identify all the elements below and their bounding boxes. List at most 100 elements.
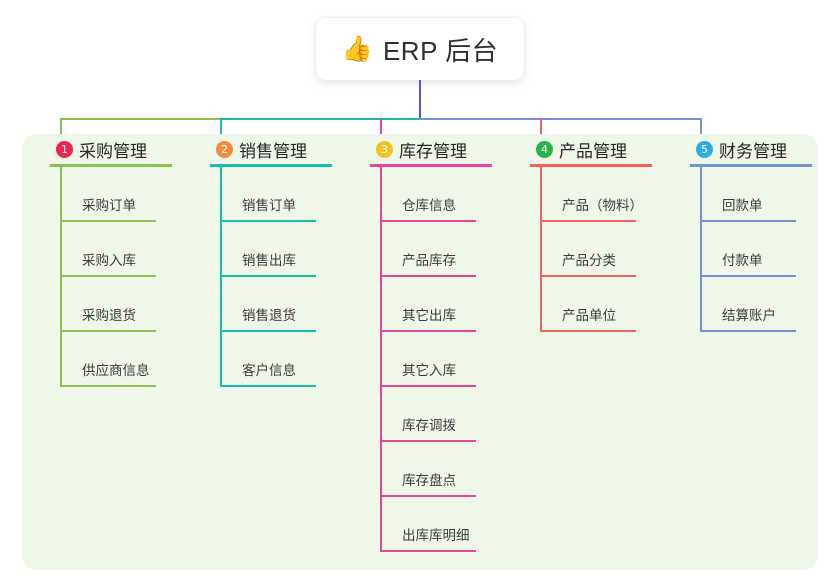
branch-item-label: 销售订单 <box>242 198 296 213</box>
root-node[interactable]: 👍 ERP 后台 <box>316 18 524 80</box>
branch-item[interactable]: 出库库明细 <box>380 497 510 552</box>
branch-item[interactable]: 其它出库 <box>380 277 510 332</box>
connector-bar-sales <box>220 118 422 120</box>
branch-item-rule <box>380 440 476 442</box>
diagram-panel <box>22 134 818 570</box>
connector-bar-purchase <box>60 118 222 120</box>
branch-column-库存管理: 3 库存管理仓库信息产品库存其它出库其它入库库存调拨库存盘点出库库明细 <box>358 134 510 552</box>
branch-item-label: 采购订单 <box>82 198 136 213</box>
branch-item-label: 结算账户 <box>722 308 776 323</box>
branch-item-label: 销售出库 <box>242 253 296 268</box>
branch-item-label: 付款单 <box>722 253 763 268</box>
branch-index-badge: 5 <box>696 140 713 158</box>
branch-item-label: 产品库存 <box>402 253 456 268</box>
branch-item-rule <box>380 220 476 222</box>
branch-items: 产品（物料） 产品分类产品单位 <box>540 167 670 332</box>
branch-column-财务管理: 5 财务管理回款单付款单结算账户 <box>678 134 830 332</box>
branch-items: 仓库信息产品库存其它出库其它入库库存调拨库存盘点出库库明细 <box>380 167 510 552</box>
branch-item-rule <box>220 220 316 222</box>
branch-item-rule <box>540 220 636 222</box>
branch-stem <box>220 167 222 387</box>
branch-item-rule <box>700 330 796 332</box>
branch-column-采购管理: 1 采购管理采购订单采购入库采购退货供应商信息 <box>38 134 190 387</box>
branch-item[interactable]: 其它入库 <box>380 332 510 387</box>
branch-item-label: 出库库明细 <box>402 528 470 543</box>
branch-item-rule <box>220 275 316 277</box>
branch-item-rule <box>380 275 476 277</box>
branch-item[interactable]: 客户信息 <box>220 332 350 387</box>
branch-item[interactable]: 仓库信息 <box>380 167 510 222</box>
branch-item[interactable]: 付款单 <box>700 222 830 277</box>
branch-item-label: 供应商信息 <box>82 363 150 378</box>
branch-item[interactable]: 结算账户 <box>700 277 830 332</box>
branch-item-label: 产品（物料） <box>562 198 643 213</box>
branch-item[interactable]: 产品（物料） <box>540 167 670 222</box>
branch-index-badge: 2 <box>216 140 233 158</box>
branch-item-rule <box>380 385 476 387</box>
branch-item-rule <box>60 275 156 277</box>
branch-title: 财务管理 <box>719 141 787 161</box>
branch-header-财务管理[interactable]: 5 财务管理 <box>678 134 830 164</box>
branch-item-label: 库存调拨 <box>402 418 456 433</box>
branch-item-label: 回款单 <box>722 198 763 213</box>
branch-stem <box>540 167 542 332</box>
branch-item-rule <box>700 275 796 277</box>
branch-header-采购管理[interactable]: 1 采购管理 <box>38 134 190 164</box>
branch-item-label: 库存盘点 <box>402 473 456 488</box>
branch-item[interactable]: 供应商信息 <box>60 332 190 387</box>
branch-item[interactable]: 采购入库 <box>60 222 190 277</box>
branch-item[interactable]: 销售订单 <box>220 167 350 222</box>
thumbs-up-icon: 👍 <box>341 34 373 63</box>
branch-item-label: 销售退货 <box>242 308 296 323</box>
branch-item[interactable]: 销售退货 <box>220 277 350 332</box>
branch-stem <box>380 167 382 552</box>
branch-stem <box>60 167 62 387</box>
root-node-label: ERP 后台 <box>382 35 499 66</box>
branch-item[interactable]: 库存盘点 <box>380 442 510 497</box>
branch-title: 采购管理 <box>79 141 147 161</box>
branch-header-rule <box>690 164 812 167</box>
branch-header-rule <box>370 164 492 167</box>
branch-header-rule <box>50 164 172 167</box>
branch-item[interactable]: 库存调拨 <box>380 387 510 442</box>
branch-title: 产品管理 <box>559 141 627 161</box>
branch-item[interactable]: 产品库存 <box>380 222 510 277</box>
branch-header-库存管理[interactable]: 3 库存管理 <box>358 134 510 164</box>
connector-root-drop <box>419 80 421 120</box>
branch-item-label: 客户信息 <box>242 363 296 378</box>
branch-item-rule <box>60 330 156 332</box>
branch-header-rule <box>530 164 652 167</box>
branch-item-rule <box>380 550 476 552</box>
branch-title: 销售管理 <box>239 141 307 161</box>
branch-item-rule <box>60 220 156 222</box>
branch-index-badge: 3 <box>376 140 393 158</box>
branch-item[interactable]: 采购订单 <box>60 167 190 222</box>
branch-item-rule <box>380 495 476 497</box>
branch-items: 采购订单采购入库采购退货供应商信息 <box>60 167 190 387</box>
branch-item[interactable]: 销售出库 <box>220 222 350 277</box>
branch-item-label: 产品单位 <box>562 308 616 323</box>
branch-items: 销售订单销售出库销售退货客户信息 <box>220 167 350 387</box>
branch-item-label: 产品分类 <box>562 253 616 268</box>
branch-item-rule <box>540 275 636 277</box>
branch-item-rule <box>540 330 636 332</box>
branch-item[interactable]: 采购退货 <box>60 277 190 332</box>
branch-item-label: 其它出库 <box>402 308 456 323</box>
branch-item-label: 采购入库 <box>82 253 136 268</box>
branch-item-label: 采购退货 <box>82 308 136 323</box>
branch-item-rule <box>700 220 796 222</box>
branch-item[interactable]: 回款单 <box>700 167 830 222</box>
branch-column-销售管理: 2 销售管理销售订单销售出库销售退货客户信息 <box>198 134 350 387</box>
connector-bar-finance <box>420 118 702 120</box>
branch-stem <box>700 167 702 332</box>
branch-item-rule <box>220 385 316 387</box>
branch-item-rule <box>60 385 156 387</box>
branch-item-rule <box>380 330 476 332</box>
branch-header-销售管理[interactable]: 2 销售管理 <box>198 134 350 164</box>
branch-item[interactable]: 产品单位 <box>540 277 670 332</box>
branch-item[interactable]: 产品分类 <box>540 222 670 277</box>
branch-title: 库存管理 <box>399 141 467 161</box>
branch-index-badge: 1 <box>56 140 73 158</box>
